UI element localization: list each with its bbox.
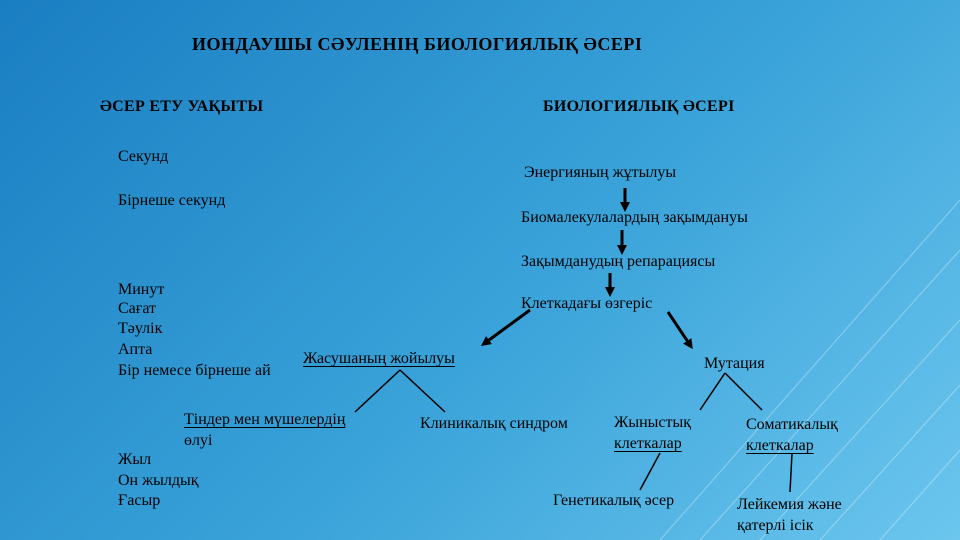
time-seconds: Секунд [118,148,169,165]
line-mutation-to-germ [699,372,726,411]
time-several-seconds: Бірнеше секунд [118,192,226,209]
effect-tissue-death-line1: Тіндер мен мүшелердің [184,411,346,428]
time-months: Бір немесе бірнеше ай [118,362,271,379]
effect-leukemia-line1: Лейкемия және [737,496,842,513]
time-year: Жыл [118,451,152,468]
effect-cell-change: Клеткадағы өзгеріс [521,295,653,312]
effect-tissue-destruction: Жасушаның жойылуы [303,350,455,367]
time-minute: Минут [118,281,165,298]
arrow-cell-change-to-tissue [480,308,531,346]
header-exposure-time: ӘСЕР ЕТУ УАҚЫТЫ [100,98,264,115]
line-tissue-to-death [354,369,401,413]
effect-leukemia-line2: қатерлі ісік [737,517,814,534]
time-day: Тәулік [118,320,163,337]
line-somatic-to-leukemia [789,452,793,493]
effect-clinical-syndrome: Клиникалық синдром [420,415,568,432]
effect-biomolecule-damage: Биомалекулалардың зақымдануы [521,209,748,226]
line-tissue-to-syndrome [399,369,446,413]
effect-somatic-cells-line1: Соматикалық [746,416,838,433]
time-week: Апта [118,341,153,358]
time-decades: Он жылдық [118,472,199,489]
time-hour: Сағат [118,300,157,317]
header-biological-effect: БИОЛОГИЯЛЫҚ ӘСЕРІ [543,98,735,115]
page-title: ИОНДАУШЫ СӘУЛЕНІҢ БИОЛОГИЯЛЫҚ ӘСЕРІ [192,34,643,54]
effect-tissue-death-line2: өлуі [184,432,213,449]
effect-somatic-cells-line2: клеткалар [746,437,814,454]
effect-germ-cells-line2: клеткалар [614,435,682,452]
effect-germ-cells-line1: Жыныстық [614,414,692,431]
effect-energy-absorption: Энергияның жұтылуы [524,164,677,181]
arrow-cell-change-to-mutation [666,311,693,350]
effect-damage-repair: Зақымданудың репарациясы [521,253,716,270]
line-germ-to-genetic [639,452,661,491]
time-century: Ғасыр [118,492,161,509]
effect-mutation: Мутация [704,355,765,372]
effect-genetic: Генетикалық әсер [553,492,675,509]
line-mutation-to-somatic [724,372,763,411]
